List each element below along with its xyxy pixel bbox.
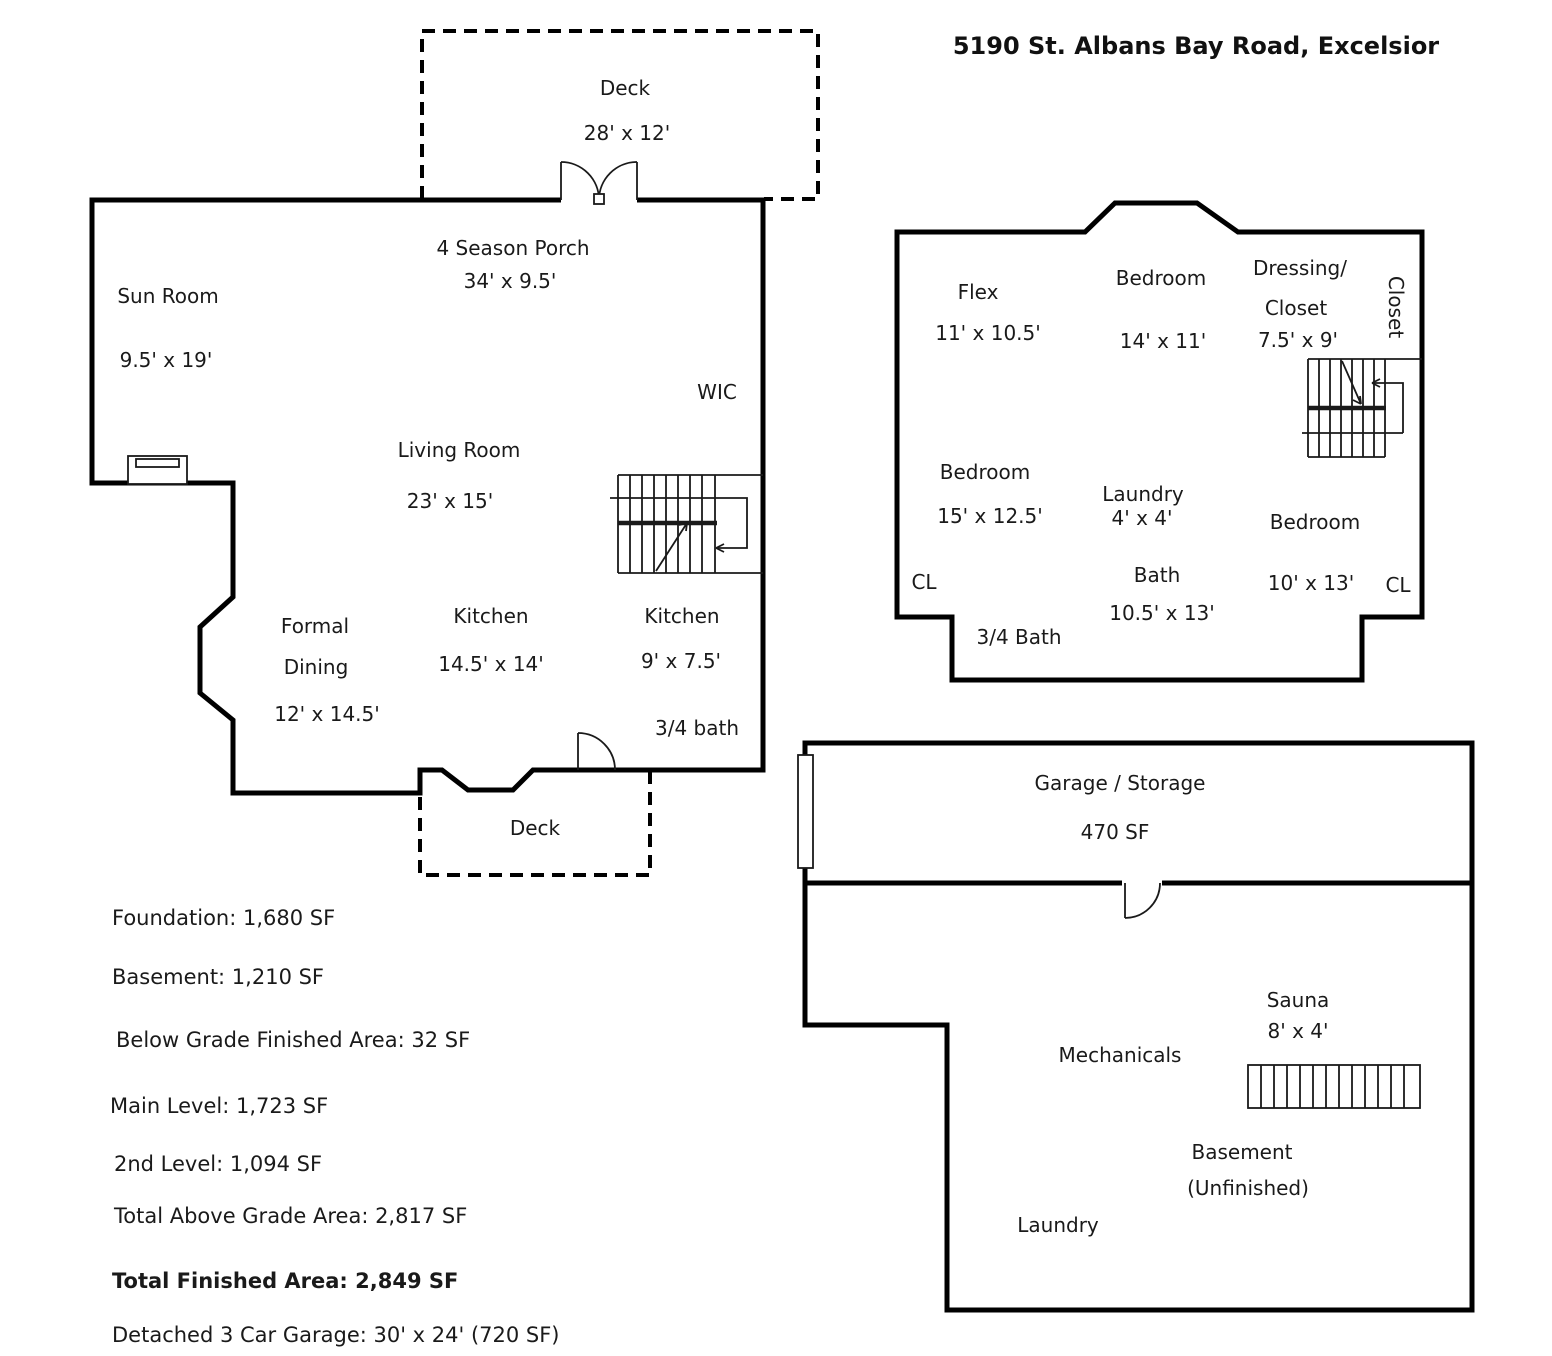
room-dims-bedroom-top: 14' x 11' xyxy=(1119,329,1207,353)
room-label-laundry-basement: Laundry xyxy=(1017,1213,1099,1237)
room-dims-sun-room: 9.5' x 19' xyxy=(119,348,213,372)
summary-detached-garage: Detached 3 Car Garage: 30' x 24' (720 SF… xyxy=(112,1323,560,1347)
door-icon-main xyxy=(577,732,616,771)
room-label-mechanicals: Mechanicals xyxy=(1058,1043,1182,1067)
room-dims-laundry-second: 4' x 4' xyxy=(1111,506,1173,530)
room-label-deck-top: Deck xyxy=(599,76,651,100)
room-label-sauna: Sauna xyxy=(1266,988,1330,1012)
page-title: 5190 St. Albans Bay Road, Excelsior xyxy=(952,32,1440,60)
stairs-icon-second xyxy=(1302,358,1422,458)
room-label-flex: Flex xyxy=(957,280,999,304)
summary-below-grade: Below Grade Finished Area: 32 SF xyxy=(116,1028,471,1052)
room-label-basement-unfinished: (Unfinished) xyxy=(1187,1176,1309,1200)
stairs-icon-main xyxy=(610,474,763,574)
room-label-garage: Garage / Storage xyxy=(1034,771,1206,795)
room-label-cl-right: CL xyxy=(1385,573,1411,597)
room-dims-deck-top: 28' x 12' xyxy=(583,121,671,145)
garage-entry-icon xyxy=(797,754,814,869)
double-door-icon xyxy=(560,161,638,205)
fireplace-icon xyxy=(127,455,188,485)
room-label-deck-bottom: Deck xyxy=(509,816,561,840)
room-label-dressing-closet: Closet xyxy=(1264,296,1328,320)
room-label-kitchen-main: Kitchen xyxy=(453,604,529,628)
room-dims-sauna: 8' x 4' xyxy=(1267,1019,1329,1043)
room-label-living-room: Living Room xyxy=(397,438,521,462)
deck-bottom-outline xyxy=(418,772,652,877)
room-label-sun-room: Sun Room xyxy=(117,284,219,308)
deck-top-outline xyxy=(420,29,820,201)
main-level-outline xyxy=(89,197,766,796)
room-dims-garage: 470 SF xyxy=(1080,820,1150,844)
room-dims-bath-second: 10.5' x 13' xyxy=(1109,601,1215,625)
room-label-basement: Basement xyxy=(1191,1140,1293,1164)
basement-outline xyxy=(802,740,1475,1313)
summary-total-above-grade: Total Above Grade Area: 2,817 SF xyxy=(114,1204,468,1228)
room-dims-formal-dining: 12' x 14.5' xyxy=(274,702,380,726)
room-label-closet-side: Closet xyxy=(1384,275,1408,339)
room-label-bath-main: 3/4 bath xyxy=(654,716,740,740)
room-label-dining: Dining xyxy=(283,655,349,679)
room-label-bath-second: Bath xyxy=(1133,563,1181,587)
room-label-wic: WIC xyxy=(697,380,737,404)
room-label-bath34-second: 3/4 Bath xyxy=(976,625,1062,649)
summary-total-finished: Total Finished Area: 2,849 SF xyxy=(112,1269,459,1293)
room-dims-dressing-closet: 7.5' x 9' xyxy=(1257,328,1339,352)
room-dims-bedroom-left: 15' x 12.5' xyxy=(937,504,1043,528)
summary-foundation: Foundation: 1,680 SF xyxy=(112,906,336,930)
summary-2nd-level: 2nd Level: 1,094 SF xyxy=(114,1152,323,1176)
room-label-bedroom-top: Bedroom xyxy=(1115,266,1207,290)
room-dims-flex: 11' x 10.5' xyxy=(935,321,1041,345)
room-dims-bedroom-right: 10' x 13' xyxy=(1267,571,1355,595)
door-icon-garage xyxy=(1124,882,1161,919)
room-label-cl-left: CL xyxy=(911,570,937,594)
room-label-kitchen-small: Kitchen xyxy=(644,604,720,628)
room-label-laundry-second: Laundry xyxy=(1102,482,1184,506)
room-label-formal: Formal xyxy=(280,614,350,638)
room-label-dressing: Dressing/ xyxy=(1253,256,1347,280)
sauna-bench-icon xyxy=(1247,1064,1421,1109)
room-label-bedroom-right: Bedroom xyxy=(1269,510,1361,534)
summary-basement: Basement: 1,210 SF xyxy=(112,965,325,989)
room-dims-porch: 34' x 9.5' xyxy=(463,269,557,293)
second-level-outline xyxy=(894,200,1425,683)
room-label-bedroom-left: Bedroom xyxy=(939,460,1031,484)
room-dims-kitchen-main: 14.5' x 14' xyxy=(438,652,544,676)
room-dims-living-room: 23' x 15' xyxy=(406,489,494,513)
room-label-porch: 4 Season Porch xyxy=(436,236,590,260)
summary-main-level: Main Level: 1,723 SF xyxy=(110,1094,329,1118)
room-dims-kitchen-small: 9' x 7.5' xyxy=(640,649,722,673)
